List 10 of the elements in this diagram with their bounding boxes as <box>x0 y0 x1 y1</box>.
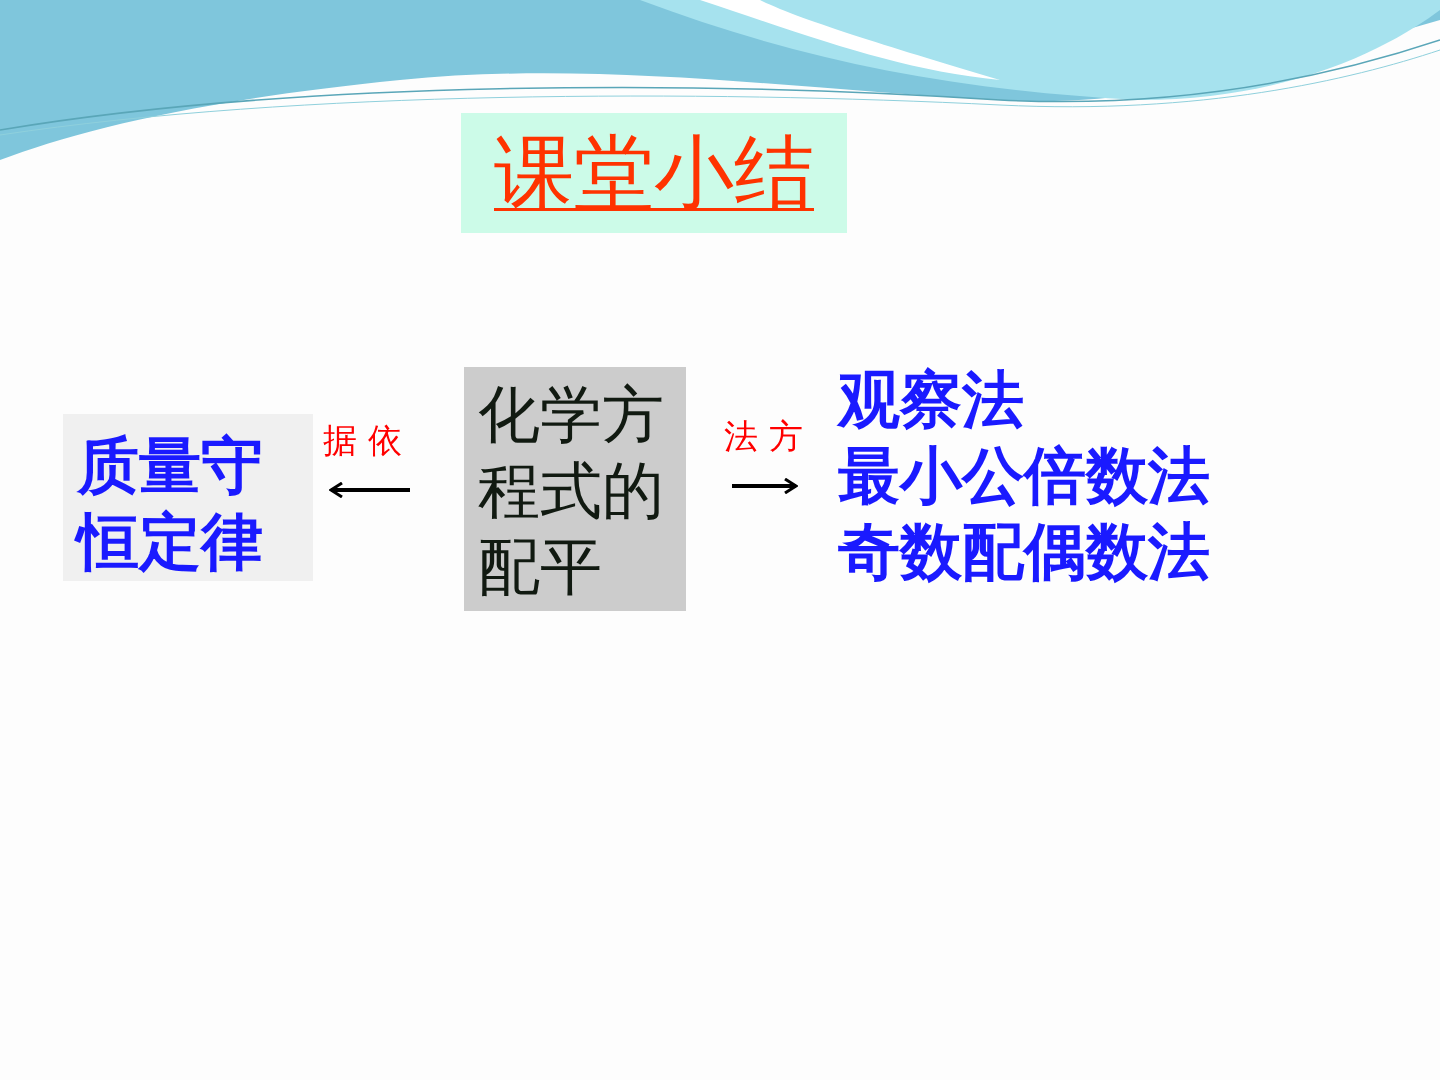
edge-label: 法 方 <box>724 416 803 456</box>
title-banner: 课堂小结 <box>461 113 847 233</box>
method-text: 观察法 <box>838 362 1025 438</box>
node-text: 化学方程式的配平 <box>478 377 665 605</box>
method-text: 奇数配偶数法 <box>838 514 1211 590</box>
arrow <box>329 481 410 499</box>
edge-label: 据 依 <box>323 420 402 460</box>
method-text: 最小公倍数法 <box>838 438 1211 514</box>
arrow <box>732 477 798 495</box>
topic-box <box>464 367 686 611</box>
